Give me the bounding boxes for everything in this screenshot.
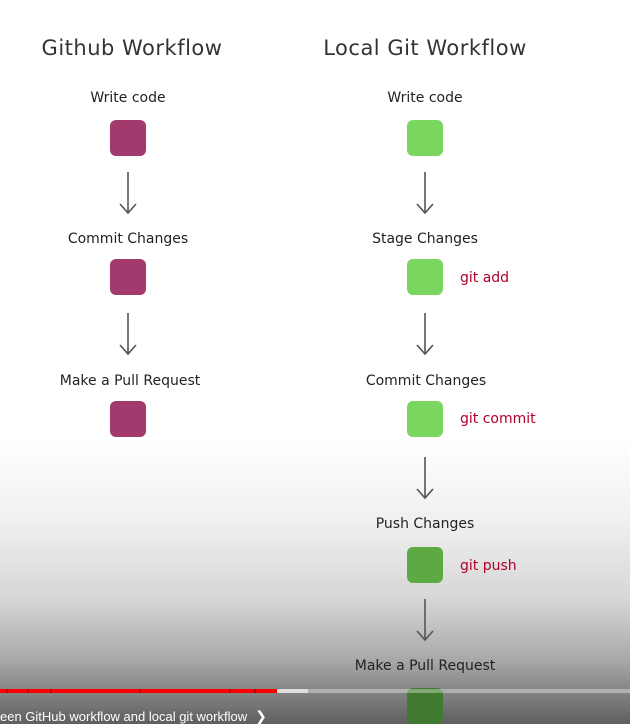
down-arrow-icon bbox=[415, 170, 435, 216]
local-step-write-code: Write code bbox=[387, 90, 463, 106]
git-push-command: git push bbox=[460, 558, 517, 574]
local-step-push-changes: Push Changes bbox=[375, 516, 475, 532]
down-arrow-icon bbox=[118, 311, 138, 357]
local-step-box bbox=[407, 259, 443, 295]
git-commit-command: git commit bbox=[460, 411, 536, 427]
chapter-marker bbox=[139, 689, 141, 693]
chapter-title-button[interactable]: een GitHub workflow and local git workfl… bbox=[0, 708, 267, 724]
github-step-write-code: Write code bbox=[90, 90, 166, 106]
github-step-box bbox=[110, 120, 146, 156]
local-git-workflow-title: Local Git Workflow bbox=[323, 36, 527, 60]
progress-played bbox=[0, 689, 278, 693]
github-workflow-title: Github Workflow bbox=[41, 36, 223, 60]
git-add-command: git add bbox=[460, 270, 510, 286]
local-step-commit-changes: Commit Changes bbox=[365, 373, 487, 389]
chapter-marker bbox=[50, 689, 52, 693]
progress-bar[interactable] bbox=[0, 689, 630, 693]
down-arrow-icon bbox=[415, 597, 435, 643]
github-step-box bbox=[110, 401, 146, 437]
down-arrow-icon bbox=[415, 455, 435, 501]
chapter-marker bbox=[254, 689, 256, 693]
local-step-box bbox=[407, 120, 443, 156]
down-arrow-icon bbox=[415, 311, 435, 357]
local-step-box bbox=[407, 547, 443, 583]
chapter-marker bbox=[6, 689, 8, 693]
local-step-box bbox=[407, 688, 443, 724]
chapter-title-text: een GitHub workflow and local git workfl… bbox=[0, 709, 248, 724]
local-step-pull-request: Make a Pull Request bbox=[354, 658, 496, 674]
local-step-stage-changes: Stage Changes bbox=[372, 231, 478, 247]
chevron-right-icon: ❯ bbox=[255, 708, 267, 724]
chapter-marker bbox=[229, 689, 231, 693]
down-arrow-icon bbox=[118, 170, 138, 216]
github-step-commit-changes: Commit Changes bbox=[67, 231, 189, 247]
github-step-pull-request: Make a Pull Request bbox=[59, 373, 201, 389]
github-step-box bbox=[110, 259, 146, 295]
chapter-marker bbox=[27, 689, 29, 693]
local-step-box bbox=[407, 401, 443, 437]
